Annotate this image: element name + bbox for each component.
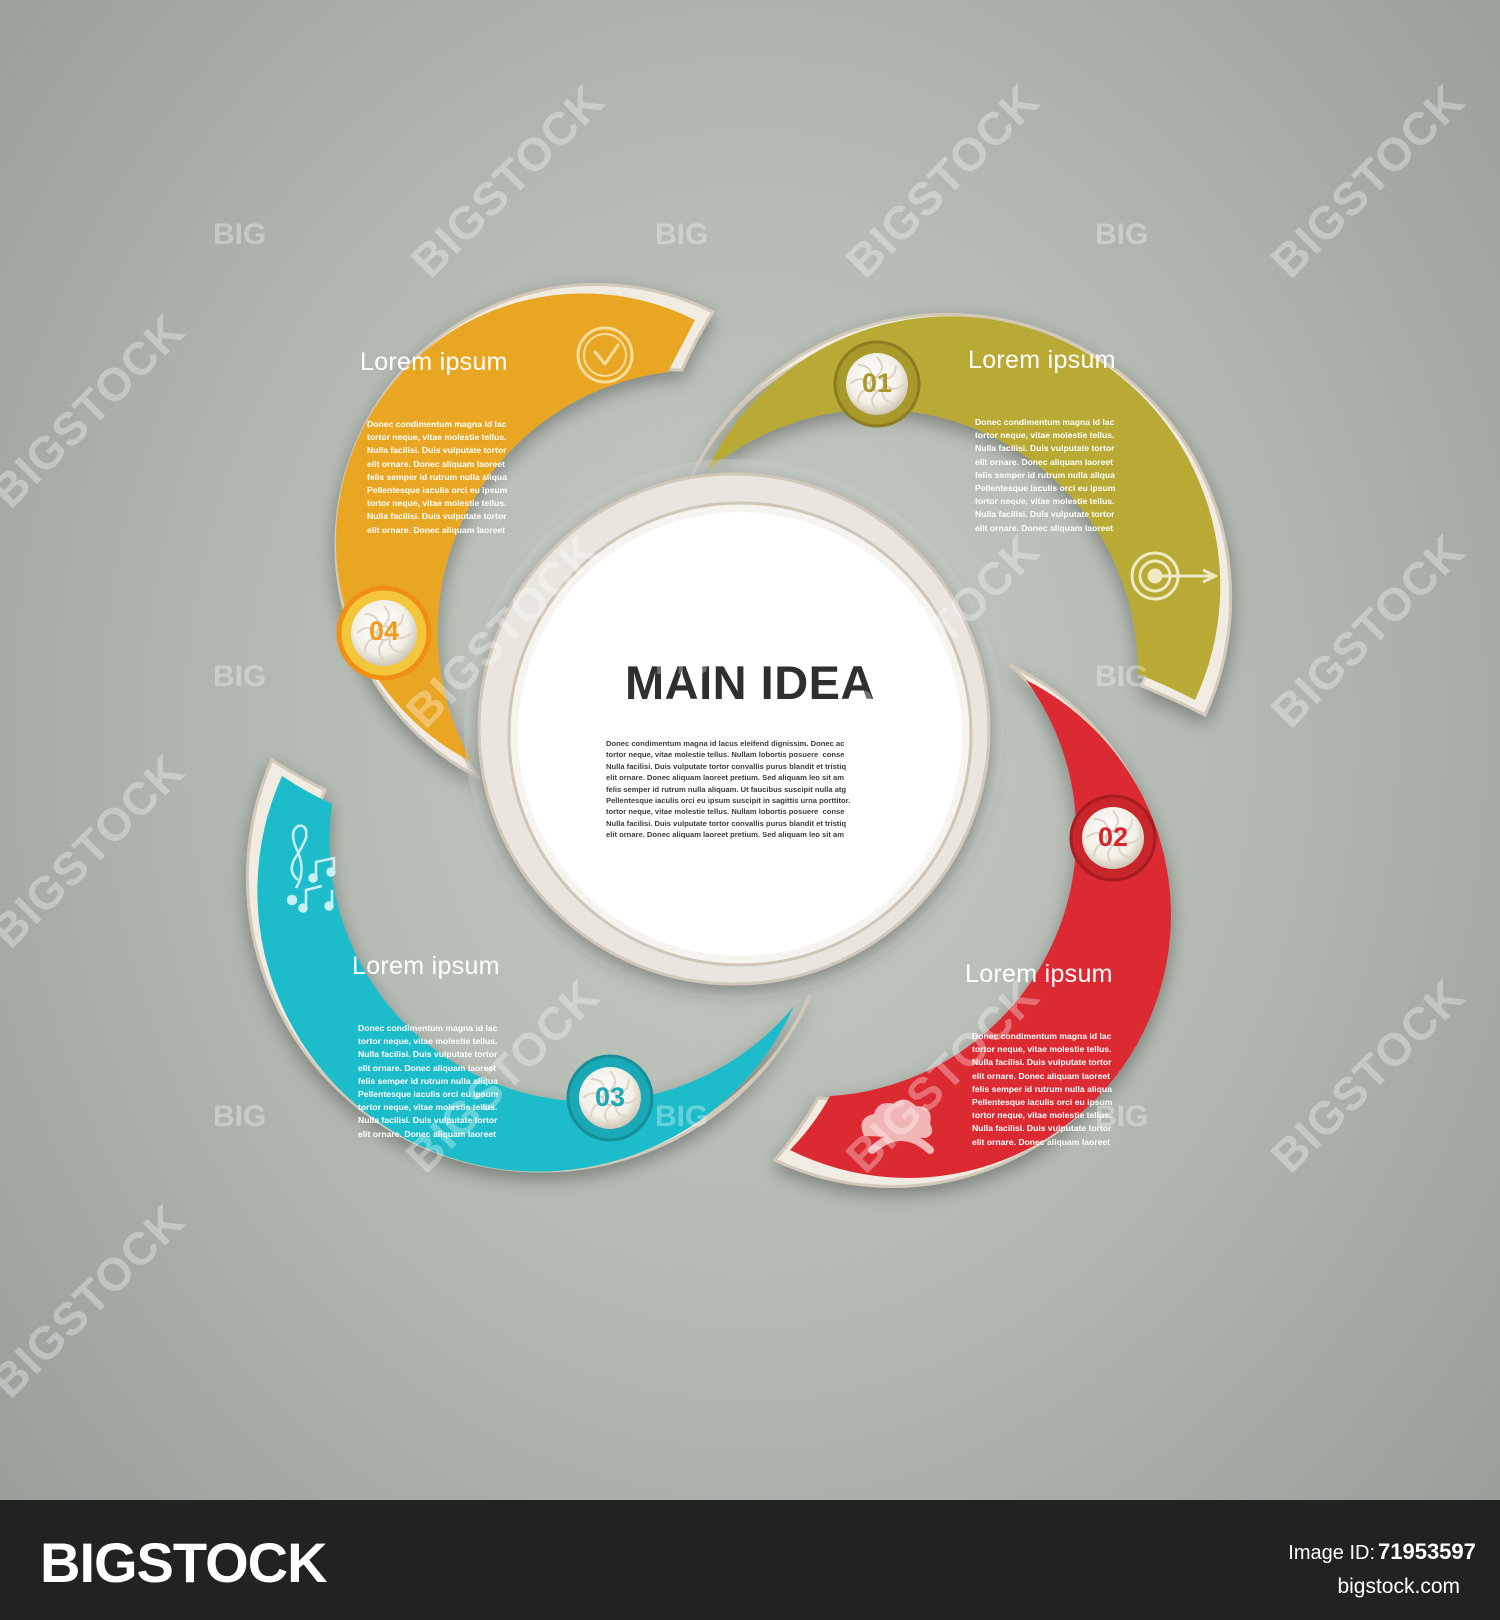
- main-idea-title: MAIN IDEA: [625, 656, 875, 709]
- main-idea-text: Donec condimentum magna id lacus eleifen…: [606, 739, 851, 840]
- badge-01-number: 01: [861, 368, 893, 398]
- cloud-hand-icon: [861, 1099, 934, 1154]
- segment-02-heading: Lorem ipsum: [965, 960, 1113, 988]
- cycle-diagram: [246, 282, 1233, 1188]
- badge-03: [566, 1054, 654, 1142]
- segment-01-text: Donec condimentum magna id lac tortor ne…: [975, 417, 1116, 533]
- badge-04: [336, 585, 432, 681]
- segment-03: [246, 757, 812, 1173]
- site-url: bigstock.com: [1337, 1575, 1460, 1598]
- image-id-label: Image ID:: [1288, 1542, 1375, 1564]
- footer-bar: BIGSTOCK Image ID: 71953597 bigstock.com: [0, 1500, 1500, 1620]
- segment-01: [688, 312, 1233, 718]
- bigstock-logo: BIGSTOCK: [40, 1531, 328, 1594]
- segment-01-heading: Lorem ipsum: [968, 346, 1116, 374]
- badge-03-number: 03: [594, 1082, 626, 1112]
- badge-01: [833, 340, 921, 428]
- segment-04-heading: Lorem ipsum: [360, 348, 508, 376]
- segment-02-text: Donec condimentum magna id lac tortor ne…: [972, 1031, 1113, 1147]
- badge-02-number: 02: [1097, 822, 1129, 852]
- clock-icon: [576, 326, 634, 384]
- badge-02: [1069, 794, 1157, 882]
- center-disc: [464, 459, 1004, 999]
- image-id: 71953597: [1378, 1539, 1476, 1564]
- target-icon: [1130, 551, 1219, 601]
- segment-02: [772, 663, 1171, 1188]
- segment-04-text: Donec condimentum magna id lac tortor ne…: [367, 419, 508, 535]
- badge-04-number: 04: [368, 616, 400, 646]
- segment-03-text: Donec condimentum magna id lac tortor ne…: [358, 1023, 499, 1139]
- segment-03-heading: Lorem ipsum: [352, 952, 500, 980]
- music-notes-icon: [286, 824, 336, 913]
